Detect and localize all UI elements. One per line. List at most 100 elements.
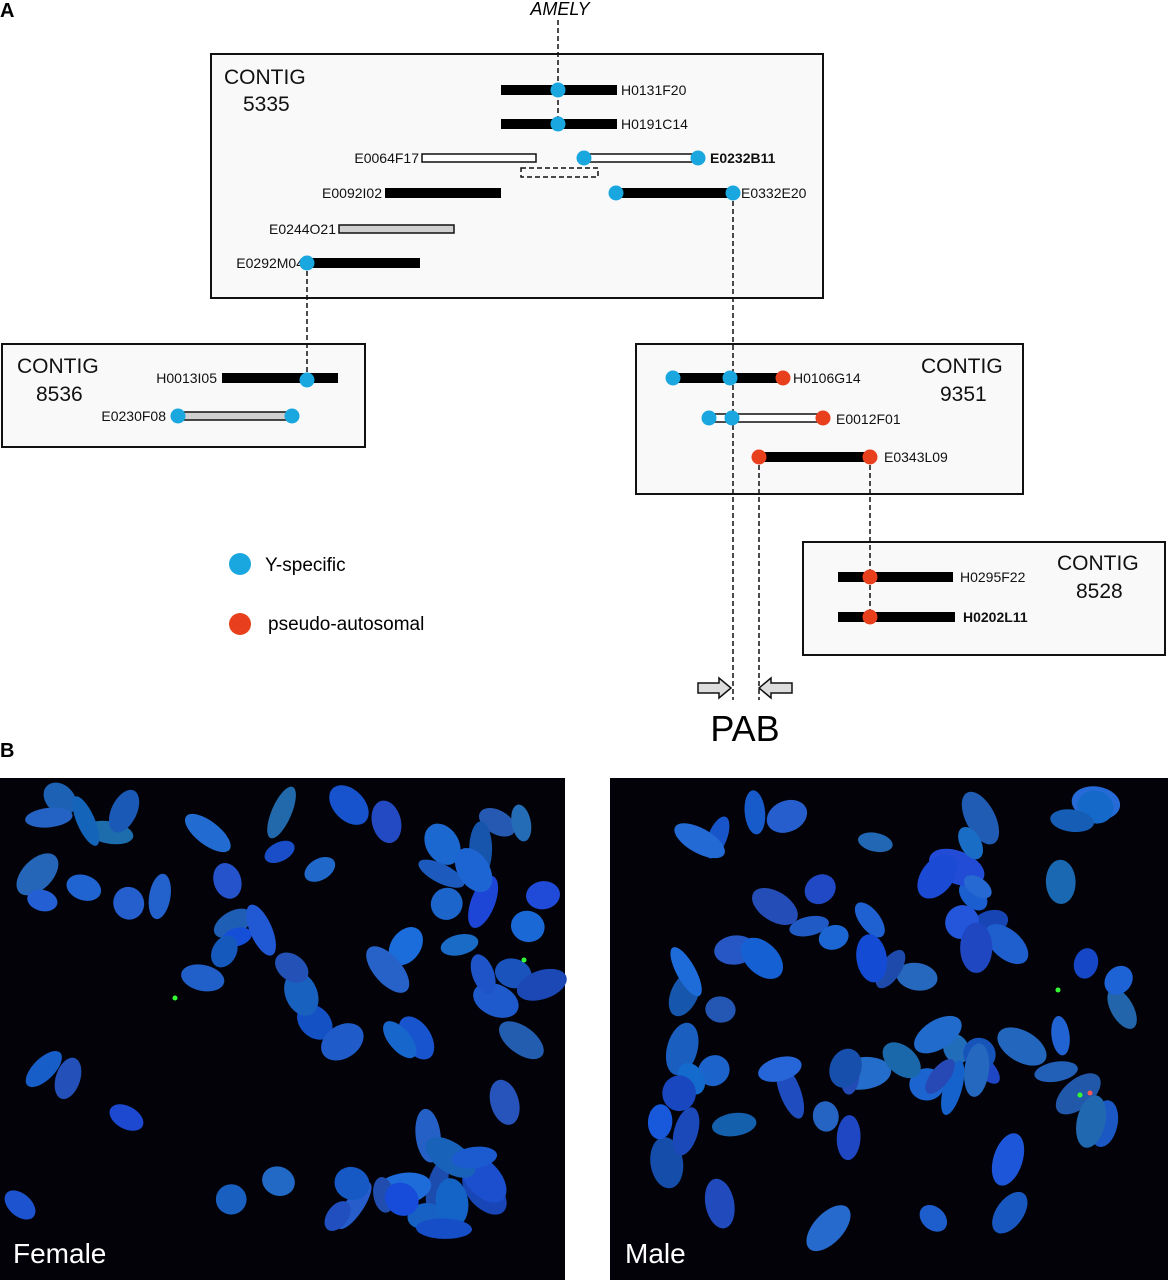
chromosome — [882, 1042, 921, 1079]
chromosome — [54, 1057, 82, 1100]
panel-b-label: B — [0, 740, 14, 762]
chromosome — [510, 910, 545, 943]
chromosome — [366, 946, 410, 993]
legend-dot-pseudo-autosomal — [229, 613, 251, 635]
chromosome — [758, 1056, 802, 1082]
chromosome — [958, 826, 984, 860]
chromosome — [1076, 1095, 1107, 1148]
chromosome — [246, 904, 276, 956]
clone-bar — [222, 373, 338, 383]
clone-bar — [421, 153, 537, 163]
chromosome — [4, 1190, 36, 1220]
contig-title: CONTIG — [17, 355, 99, 378]
chromosome — [215, 1184, 247, 1215]
chromosome — [470, 954, 496, 994]
y-specific-marker — [608, 185, 624, 201]
chromosome — [670, 947, 702, 997]
clone-label-highlight: H0202L11 — [963, 609, 1028, 625]
contig-title: CONTIG — [921, 355, 1003, 378]
chromosome — [812, 1101, 839, 1132]
clone-bar — [583, 153, 699, 163]
chromosome — [963, 875, 992, 899]
male-metaphase-image: Male — [610, 778, 1168, 1280]
chromosome — [941, 1060, 965, 1115]
chromosome — [334, 1166, 370, 1201]
contig-box — [635, 343, 1024, 495]
legend-label: pseudo-autosomal — [268, 614, 424, 635]
chromosome — [740, 937, 784, 979]
chromosome — [744, 790, 766, 835]
chromosome — [383, 1021, 417, 1059]
chromosome — [665, 1022, 699, 1076]
chromosome — [1107, 988, 1137, 1029]
clone-label: H0191C14 — [621, 116, 688, 132]
chromosomes — [4, 782, 567, 1239]
clone-label: E0332E20 — [741, 185, 807, 201]
contig-box — [802, 541, 1166, 656]
chromosome — [304, 856, 336, 882]
pseudo-autosomal-marker — [862, 569, 878, 585]
pseudo-autosomal-marker — [862, 449, 878, 465]
chromosome — [985, 924, 1029, 965]
y-specific-marker — [299, 255, 315, 271]
pab-label: PAB — [710, 708, 779, 749]
chromosome — [1045, 859, 1076, 905]
chromosome — [1034, 1061, 1078, 1083]
clone-label: E0092I02 — [322, 185, 382, 201]
chromosome — [818, 924, 849, 950]
y-specific-marker — [665, 370, 681, 386]
clone-label: E0292M04 — [236, 255, 304, 271]
chromosome — [451, 1146, 498, 1169]
clone-bar — [338, 224, 455, 234]
chromosome — [264, 840, 295, 864]
chromosome — [329, 785, 369, 825]
contig-title: CONTIG — [224, 66, 306, 89]
fish-signal — [1077, 1092, 1083, 1098]
clone-bar — [385, 188, 501, 198]
chromosome — [184, 813, 231, 853]
chromosome — [72, 796, 100, 846]
chromosome — [662, 1075, 696, 1112]
chromosome — [499, 1021, 544, 1060]
chromosome — [914, 1015, 962, 1054]
chromosome — [704, 1178, 735, 1229]
chromosome — [418, 859, 465, 888]
chromosome — [806, 1205, 851, 1252]
clone-label: E0012F01 — [836, 411, 901, 427]
chromosome — [371, 800, 402, 844]
chromosome — [25, 807, 73, 828]
chromosome — [284, 971, 319, 1016]
chromosome — [836, 1115, 861, 1161]
clone-bar — [838, 572, 953, 582]
clone-label-highlight: E0232B11 — [710, 150, 776, 166]
chromosome — [698, 1055, 730, 1087]
clone-label: E0230F08 — [101, 408, 166, 424]
chromosome — [917, 853, 958, 899]
chromosome — [27, 889, 58, 912]
chromosome — [511, 804, 532, 842]
chromosome — [213, 863, 242, 899]
chromosome — [384, 1182, 419, 1216]
chromosome — [211, 935, 238, 968]
chromosome — [16, 853, 59, 896]
clone-bar — [616, 188, 733, 198]
panel-a-label: A — [0, 0, 14, 22]
y-specific-marker — [724, 410, 740, 426]
chromosome — [416, 1218, 472, 1239]
legend: Y-specific pseudo-autosomal — [229, 553, 424, 635]
chromosome — [435, 1178, 469, 1228]
chromosome — [856, 934, 888, 983]
clone-bar — [307, 258, 420, 268]
chromosome — [752, 887, 798, 925]
clone-label: E0343L09 — [884, 449, 948, 465]
clone-label: H0013I05 — [156, 370, 217, 386]
clone-bar — [838, 612, 955, 622]
chromosome — [1051, 1016, 1070, 1056]
chromosome — [454, 847, 493, 893]
chromosome — [992, 1191, 1028, 1234]
chromosome — [875, 949, 906, 989]
chromosome — [516, 968, 567, 1001]
legend-dot-y-specific — [229, 553, 251, 575]
chromosome — [526, 881, 560, 910]
chromosome — [711, 1112, 757, 1137]
